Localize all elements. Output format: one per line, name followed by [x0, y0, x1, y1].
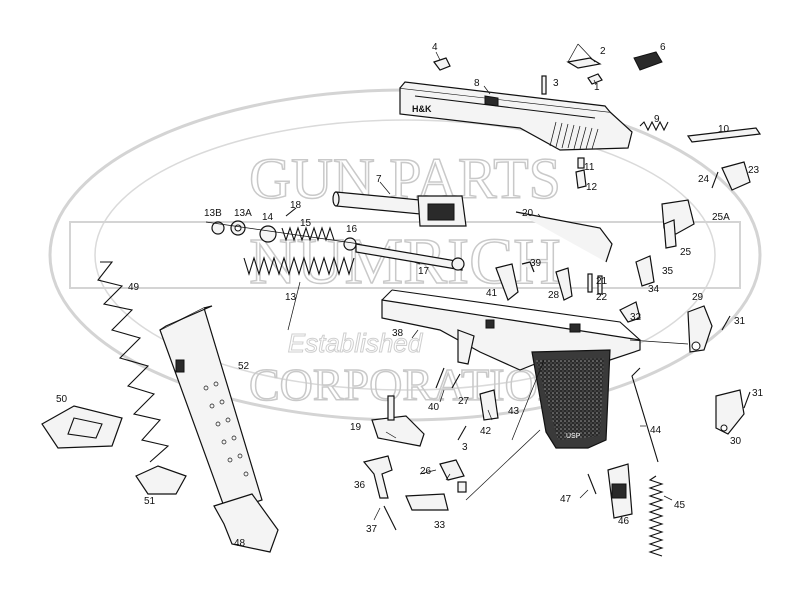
label-2: 2 — [600, 46, 606, 57]
part-labels: 4 2 6 3 1 8 9 10 11 12 23 24 7 25A 25 20… — [56, 42, 764, 549]
label-21: 21 — [596, 276, 608, 287]
label-52: 52 — [238, 361, 250, 372]
sight-parts — [433, 43, 663, 95]
label-19: 19 — [350, 422, 362, 433]
grip-marking: USP — [566, 433, 581, 440]
grip: USP — [531, 349, 611, 449]
label-34: 34 — [648, 284, 660, 295]
leader-lines — [287, 51, 689, 521]
label-27: 27 — [458, 396, 470, 407]
label-38: 38 — [392, 328, 404, 339]
label-36: 36 — [354, 480, 366, 491]
label-8: 8 — [474, 78, 480, 89]
label-35: 35 — [662, 266, 674, 277]
label-47: 47 — [560, 494, 572, 505]
recoil-parts — [575, 120, 762, 191]
label-4: 4 — [432, 42, 438, 53]
label-10: 10 — [718, 124, 730, 135]
label-51: 51 — [144, 496, 156, 507]
trigger-parts — [495, 199, 751, 557]
label-23: 23 — [748, 165, 760, 176]
label-6: 6 — [660, 42, 666, 53]
label-48: 48 — [234, 538, 246, 549]
magazine-parts — [41, 405, 279, 553]
label-24: 24 — [698, 174, 710, 185]
label-32: 32 — [630, 312, 642, 323]
label-7: 7 — [376, 174, 382, 185]
label-11: 11 — [584, 162, 595, 173]
label-14: 14 — [262, 212, 274, 223]
watermark-line3: Established — [288, 328, 424, 358]
watermark-inner-oval — [94, 119, 716, 391]
label-13: 13 — [285, 292, 297, 303]
label-49: 49 — [128, 282, 140, 293]
label-46: 46 — [618, 516, 630, 527]
label-25a: 25A — [712, 212, 730, 223]
label-42: 42 — [480, 426, 492, 437]
label-18: 18 — [290, 200, 302, 211]
slide: H&K — [399, 81, 633, 151]
label-40: 40 — [428, 402, 440, 413]
label-50: 50 — [56, 394, 68, 405]
label-3b: 3 — [462, 442, 468, 453]
label-17: 17 — [418, 266, 430, 277]
slide-logo: H&K — [412, 104, 432, 114]
label-25: 25 — [680, 247, 692, 258]
barrel — [332, 191, 467, 227]
label-13a: 13A — [234, 208, 252, 219]
label-30: 30 — [730, 436, 742, 447]
lower-small-parts — [362, 367, 499, 531]
label-37: 37 — [366, 524, 378, 535]
label-29: 29 — [692, 292, 704, 303]
label-43: 43 — [508, 406, 520, 417]
label-31a: 31 — [734, 316, 746, 327]
magazine — [159, 305, 263, 513]
magazine-spring — [97, 261, 170, 463]
label-1: 1 — [594, 82, 600, 93]
label-26: 26 — [420, 466, 432, 477]
label-28: 28 — [548, 290, 560, 301]
label-41: 41 — [486, 288, 498, 299]
label-22: 22 — [596, 292, 608, 303]
label-45: 45 — [674, 500, 686, 511]
label-16: 16 — [346, 224, 358, 235]
label-31b: 31 — [752, 388, 764, 399]
label-39: 39 — [530, 258, 542, 269]
label-33: 33 — [434, 520, 446, 531]
watermark-banner — [69, 221, 741, 289]
label-3: 3 — [553, 78, 559, 89]
label-20: 20 — [522, 208, 534, 219]
label-15: 15 — [300, 218, 312, 229]
label-9: 9 — [654, 114, 660, 125]
label-12: 12 — [586, 182, 598, 193]
guide-rod-parts — [205, 207, 465, 276]
label-13b: 13B — [204, 208, 222, 219]
label-44: 44 — [650, 425, 662, 436]
